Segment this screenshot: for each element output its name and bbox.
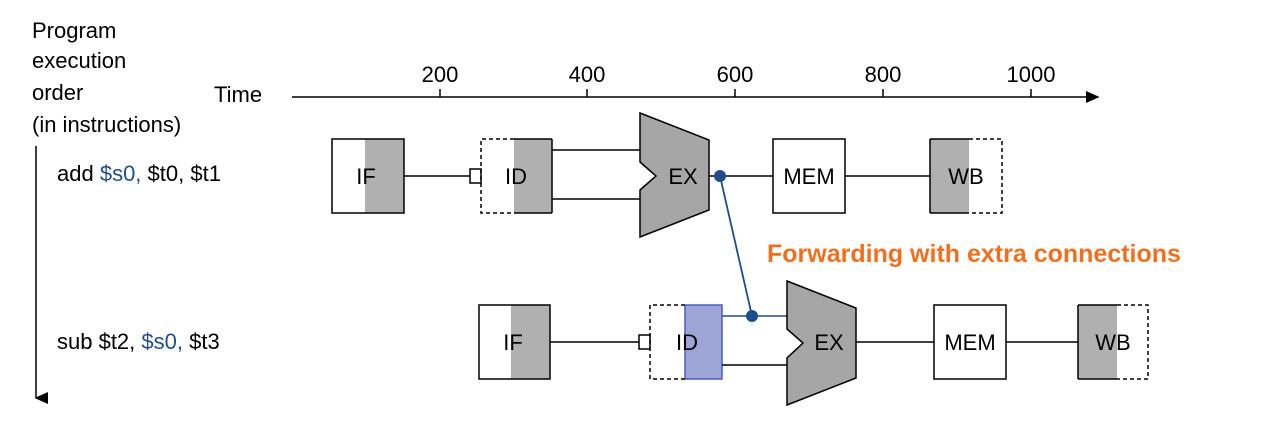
stage-wb: WB: [1077, 304, 1149, 380]
instruction-part: $t0, $t1: [141, 161, 221, 186]
stage-id: ID: [649, 304, 723, 380]
tick-label-400: 400: [569, 62, 606, 87]
stage-label-if: IF: [356, 164, 376, 189]
instruction-part: $s0,: [141, 329, 183, 354]
instruction-part: sub $t2,: [57, 329, 141, 354]
stage-if: IF: [331, 138, 405, 214]
stage-label-ex: EX: [668, 164, 698, 189]
stage-label-mem: MEM: [944, 330, 995, 355]
forward-source-dot: [714, 170, 726, 182]
order-label-line-1: Program: [32, 18, 116, 43]
stage-label-wb: WB: [948, 164, 983, 189]
forwarding-annotation: Forwarding with extra connections: [767, 240, 1181, 268]
stage-wb: WB: [929, 138, 1003, 214]
instruction-sub: sub $t2, $s0, $t3: [57, 329, 220, 354]
tick-label-1000: 1000: [1007, 62, 1056, 87]
order-label-line-3: order: [32, 80, 83, 105]
instruction-part: $t3: [183, 329, 220, 354]
stage-label-id: ID: [676, 330, 698, 355]
pipeline-row-add: IF ID EX MEM: [331, 111, 1003, 239]
pipeline-row-sub: IF ID EX MEM WB: [478, 279, 1149, 407]
instruction-add: add $s0, $t0, $t1: [57, 161, 221, 186]
stage-label-if: IF: [503, 330, 523, 355]
tick-label-800: 800: [865, 62, 902, 87]
time-axis-label: Time: [214, 82, 262, 107]
stage-id: ID: [480, 138, 553, 214]
instruction-part: add: [57, 161, 100, 186]
tick-label-600: 600: [717, 62, 754, 87]
order-label-line-4: (in instructions): [32, 112, 181, 137]
tick-label-200: 200: [422, 62, 459, 87]
instruction-part: $s0,: [100, 161, 142, 186]
stage-label-ex: EX: [814, 330, 844, 355]
order-label-line-2: execution: [32, 48, 126, 73]
forward-target-dot: [746, 310, 758, 322]
stage-if: IF: [478, 304, 551, 380]
stage-mem: MEM: [772, 138, 846, 214]
stage-label-mem: MEM: [783, 164, 834, 189]
stage-ex: EX: [786, 279, 857, 407]
time-axis-ticks: 200 400 600 800 1000: [422, 62, 1056, 97]
stage-label-wb: WB: [1095, 330, 1130, 355]
stage-mem: MEM: [933, 304, 1007, 380]
stage-label-id: ID: [505, 164, 527, 189]
forwarding-path: [714, 170, 758, 322]
program-order-label: Program execution order (in instructions…: [32, 18, 181, 137]
stage-ex: EX: [639, 111, 710, 239]
